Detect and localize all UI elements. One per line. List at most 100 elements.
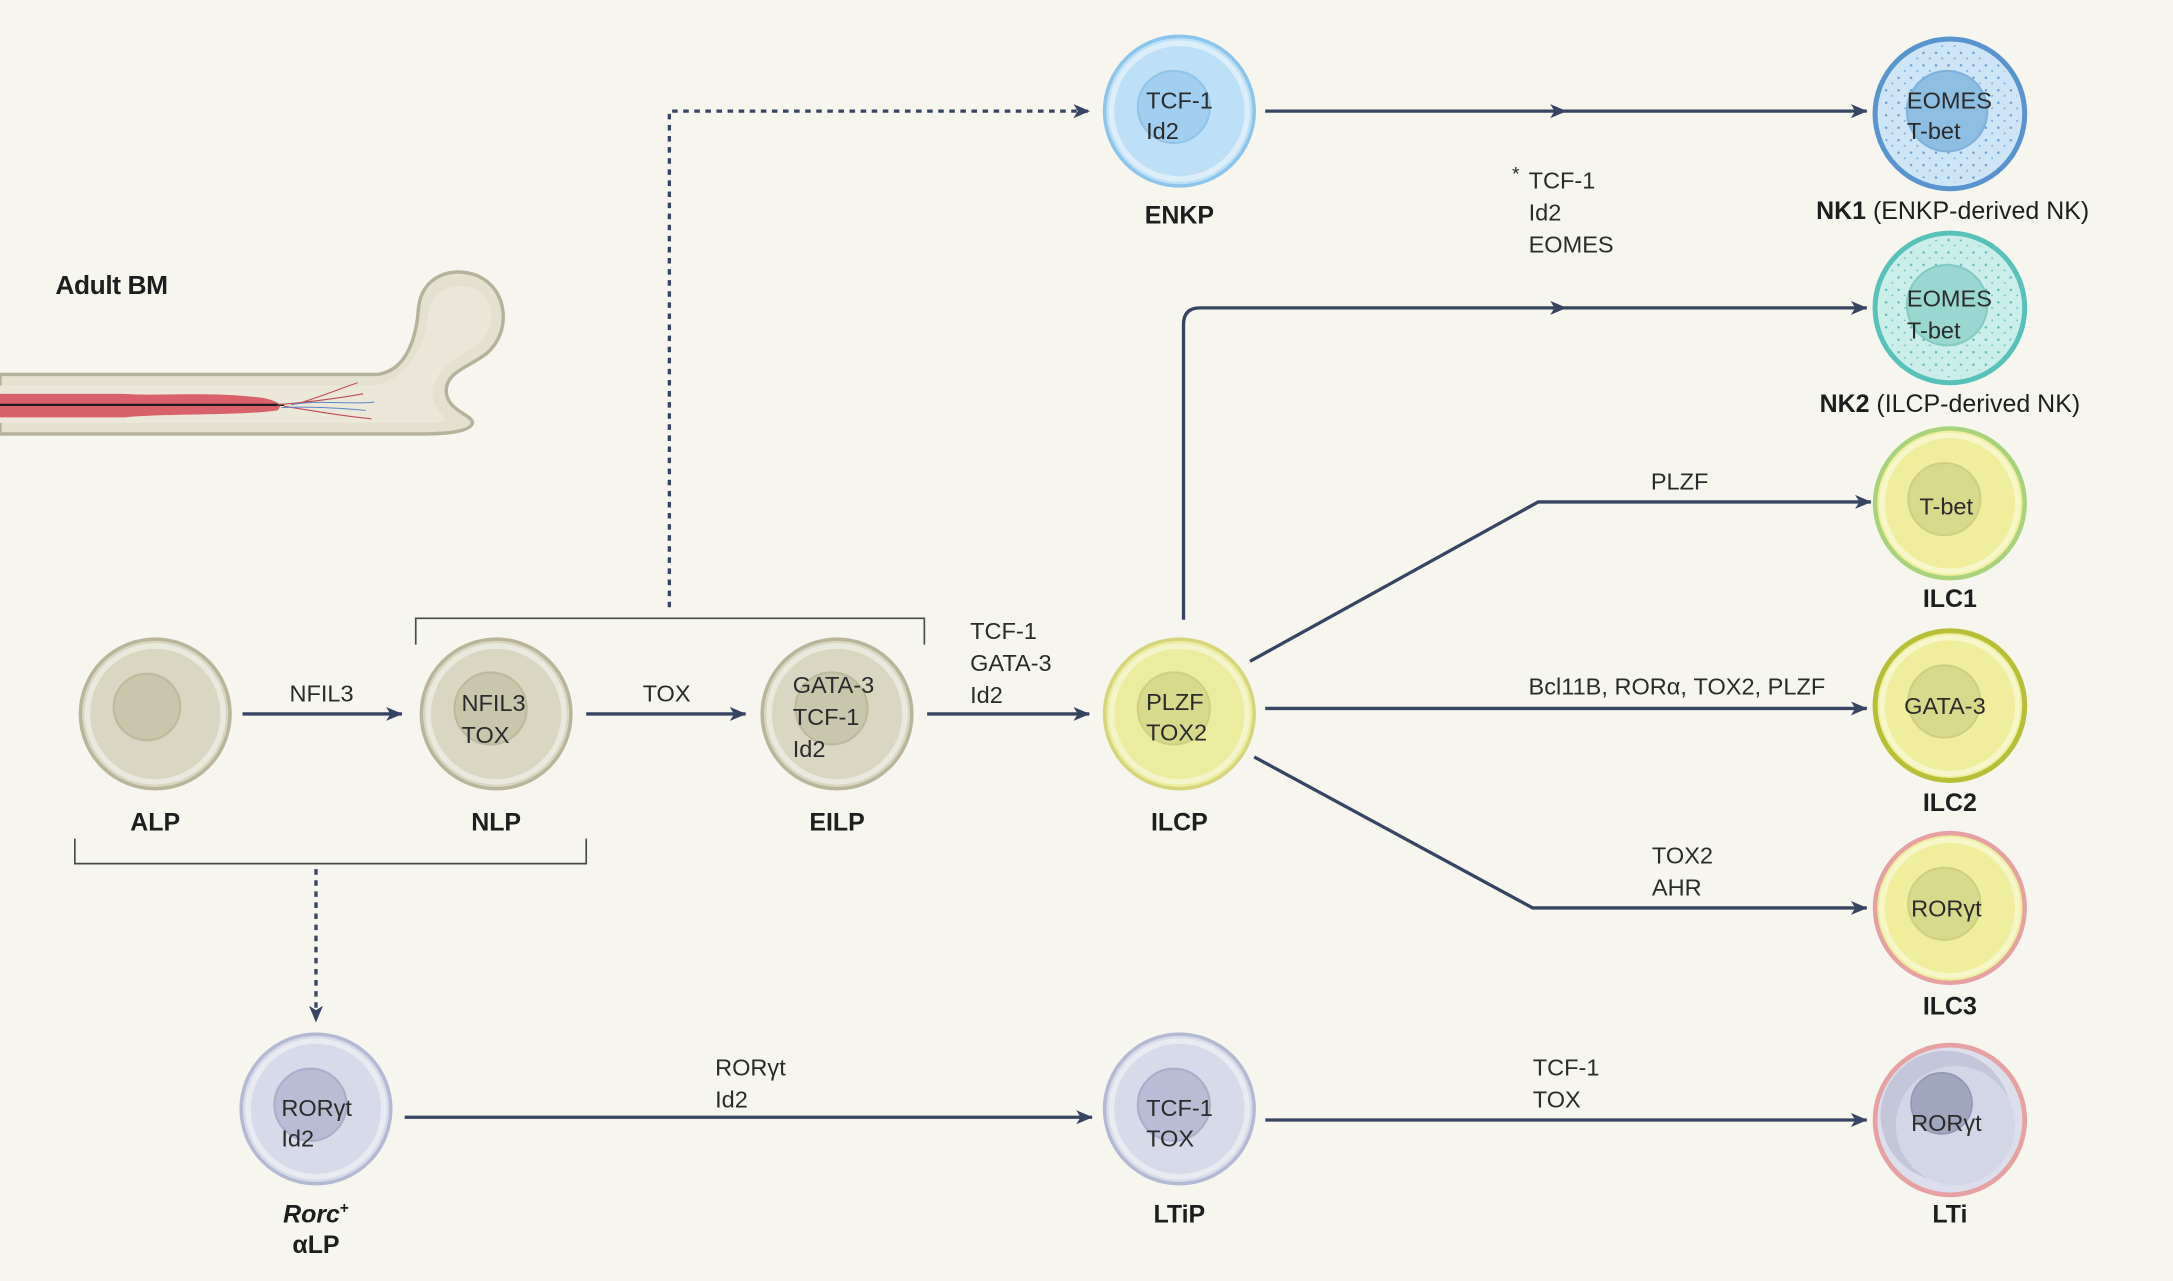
marker: Id2: [1146, 118, 1179, 144]
nucleus: [1905, 69, 1989, 153]
footnote-mark: *: [1512, 163, 1520, 185]
marker: RORγt: [1911, 895, 1982, 921]
marker: TOX: [461, 722, 509, 748]
label-eilp-to-ilcp: TCF-1: [970, 618, 1037, 644]
cell-rim: [1108, 1038, 1251, 1180]
cell-alpha-lp: RORγt Id2 Rorc+ αLP: [239, 1032, 393, 1259]
cell-ltip: TCF-1 TOX LTiP: [1102, 1032, 1256, 1229]
cell-rim: [425, 643, 567, 785]
label-ilcp-to-ilc2: Bcl11B, RORα, TOX2, PLZF: [1529, 674, 1826, 700]
marker: TOX2: [1146, 719, 1207, 745]
nucleus: [1136, 1067, 1211, 1142]
marker: Id2: [281, 1125, 314, 1151]
nucleus: [1907, 866, 1982, 941]
label-alp-to-nlp: NFIL3: [289, 680, 353, 706]
label-eilp-to-ilcp: GATA-3: [970, 650, 1052, 676]
cell-label: αLP: [292, 1231, 339, 1259]
cell-ilc3: RORγt ILC3: [1872, 830, 2027, 1021]
cell-enkp: TCF-1 Id2 ENKP: [1102, 34, 1256, 229]
cell-nk1: EOMES T-bet NK1 (ENKP-derived NK): [1816, 36, 2089, 225]
cell-rim: [1879, 634, 2021, 777]
cell-label-name: NK1: [1816, 197, 1866, 225]
marker: T-bet: [1907, 317, 1961, 343]
label-nk-factors: Id2: [1529, 200, 1562, 226]
nucleus: [1907, 462, 1982, 537]
marker: Id2: [793, 736, 826, 762]
cell-eilp: GATA-3 TCF-1 Id2 EILP: [760, 637, 914, 836]
cell-label: NK1 (ENKP-derived NK): [1816, 197, 2089, 225]
arrow-ilcp-to-ilc1: [1249, 494, 1872, 663]
arrows: [242, 104, 1872, 1127]
gene-name: Rorc: [283, 1201, 340, 1229]
marker: TOX: [1146, 1125, 1194, 1151]
nucleus: [1136, 69, 1211, 145]
cell-rim: [1108, 643, 1251, 785]
cell-ilcp: PLZF TOX2 ILCP: [1102, 637, 1256, 836]
marker: PLZF: [1146, 689, 1204, 715]
label-alpha-lp-to-ltip: Id2: [715, 1087, 748, 1113]
blood-vessels-blue: [281, 401, 375, 411]
label-ltip-to-lti: TOX: [1533, 1087, 1581, 1113]
cell-label: NLP: [471, 808, 521, 836]
cell-rim: [1108, 40, 1251, 182]
cell-label: ILC1: [1923, 585, 1977, 613]
label-nlp-to-eilp: TOX: [643, 680, 691, 706]
cell-label-gene: Rorc+: [283, 1200, 349, 1229]
cell-label: EILP: [809, 808, 864, 836]
marker: EOMES: [1907, 87, 1992, 113]
arrow-labels: NFIL3 TOX TCF-1 GATA-3 Id2 * TCF-1 Id2 E…: [289, 163, 1825, 1112]
cell-label-origin: (ENKP-derived NK): [1866, 197, 2089, 225]
nucleus: [1910, 1072, 1973, 1135]
cell-nk2: EOMES T-bet NK2 (ILCP-derived NK): [1820, 230, 2081, 418]
cell-rim: [766, 643, 908, 785]
marker: TCF-1: [1146, 87, 1213, 113]
bracket-alp-nlp: [74, 838, 588, 865]
label-alpha-lp-to-ltip: RORγt: [715, 1055, 786, 1081]
label-nk-factors: EOMES: [1529, 231, 1614, 257]
bone-spongy-interior: [0, 286, 492, 423]
bracket-nlp-eilp: [414, 617, 926, 645]
label-ilcp-to-ilc3: AHR: [1652, 874, 1702, 900]
marker: GATA-3: [793, 672, 875, 698]
cell-alp: ALP: [78, 637, 232, 836]
label-nk-factors: TCF-1: [1529, 168, 1596, 194]
label-eilp-to-ilcp: Id2: [970, 682, 1003, 708]
cell-label: ILC3: [1923, 993, 1977, 1021]
nucleus: [794, 671, 869, 746]
arrow-dotted-to-enkp: [667, 104, 1091, 608]
cell-label: LTiP: [1153, 1201, 1205, 1229]
label-ltip-to-lti: TCF-1: [1533, 1055, 1600, 1081]
gene-superscript: +: [340, 1200, 349, 1217]
nucleus: [112, 672, 182, 742]
marker: TCF-1: [793, 704, 860, 730]
cell-label: ILC2: [1923, 789, 1977, 817]
cell-label: NK2 (ILCP-derived NK): [1820, 390, 2081, 418]
cell-label-origin: (ILCP-derived NK): [1869, 390, 2080, 418]
marker: RORγt: [1911, 1110, 1982, 1136]
bone-illustration: [0, 270, 505, 436]
marker: NFIL3: [461, 690, 525, 716]
cell-label-name: NK2: [1820, 390, 1870, 418]
arrow-ilcp-to-ilc3: [1253, 755, 1868, 915]
arrow-ilcp-to-nk2-a: [1181, 300, 1567, 620]
marker: EOMES: [1907, 286, 1992, 312]
nucleus: [273, 1067, 348, 1142]
label-ilcp-to-ilc1: PLZF: [1651, 468, 1709, 494]
cell-rim: [84, 643, 226, 785]
cell-rim: [1879, 837, 2021, 979]
nucleus: [1905, 263, 1989, 347]
cell-lti: RORγt LTi: [1872, 1042, 2028, 1229]
cell-rim: [245, 1038, 387, 1180]
marker: T-bet: [1907, 118, 1961, 144]
nucleus: [1907, 664, 1982, 739]
cell-ilc1: T-bet ILC1: [1872, 426, 2027, 613]
nucleus: [453, 671, 528, 746]
marker: TCF-1: [1146, 1095, 1213, 1121]
marker: GATA-3: [1904, 693, 1986, 719]
cell-ilc2: GATA-3 ILC2: [1872, 628, 2028, 817]
cell-label: ENKP: [1145, 201, 1214, 229]
cell-label: ILCP: [1151, 808, 1208, 836]
cell-label: ALP: [130, 808, 180, 836]
cell-nlp: NFIL3 TOX NLP: [419, 637, 573, 836]
